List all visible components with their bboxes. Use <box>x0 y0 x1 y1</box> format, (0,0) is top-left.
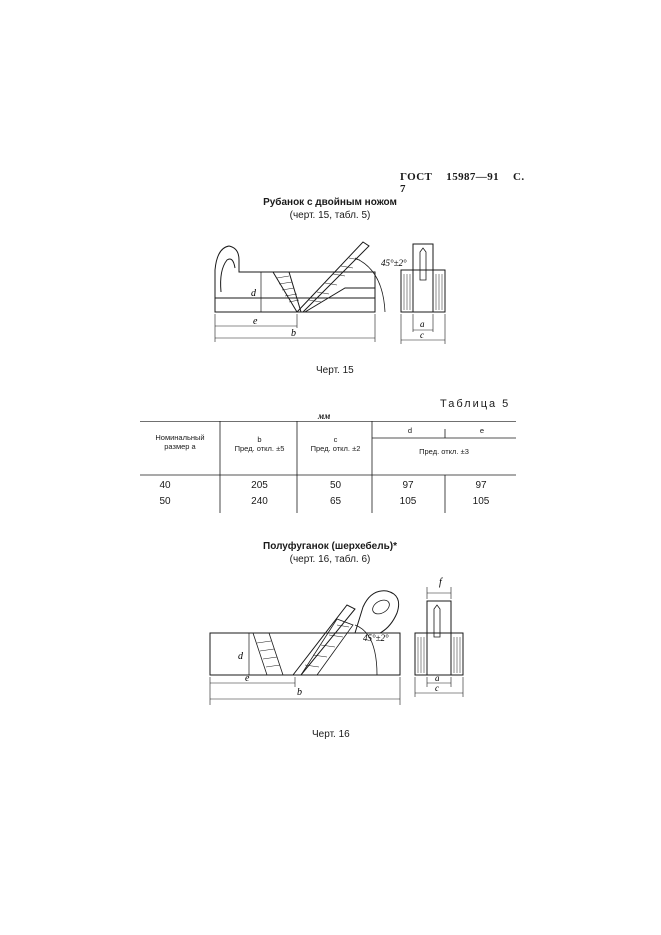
table-5-units: мм <box>318 411 331 421</box>
fig15-angle: 45°±2° <box>381 258 407 268</box>
fig16-label-a: a <box>435 673 440 683</box>
fig16-label-b: b <box>297 687 302 698</box>
row2-b: 240 <box>251 496 268 507</box>
fig15-label-d: d <box>251 288 257 299</box>
table-5-label: Таблица 5 <box>440 398 511 410</box>
table-col-b-name: b <box>257 435 262 444</box>
table-col-b-tol: Пред. откл. ±5 <box>234 444 285 453</box>
standard-label: ГОСТ <box>400 171 433 183</box>
section2-subtitle: (черт. 16, табл. 6) <box>289 554 371 565</box>
table-col-c-tol: Пред. откл. ±2 <box>310 444 361 453</box>
section2-title: Полуфуганок (шерхебель)* <box>263 541 397 552</box>
section1-subtitle: (черт. 15, табл. 5) <box>289 210 371 221</box>
fig16-label-d: d <box>238 651 244 662</box>
table-col-c-name: c <box>333 435 338 444</box>
fig15-label-a: a <box>420 319 425 329</box>
row2-a: 50 <box>159 496 171 507</box>
fig15-label-c: c <box>420 330 424 340</box>
table-col-e-header: e <box>479 426 485 435</box>
figure-15-drawing: d e b 45°±2° a c <box>214 241 446 344</box>
figure-16-drawing: d e b 45°±2° f a c <box>209 577 464 705</box>
figure-15-caption: Черт. 15 <box>316 365 354 376</box>
table-de-tol: Пред. откл. ±3 <box>419 447 469 456</box>
row2-d: 105 <box>399 496 417 507</box>
row1-e: 97 <box>475 480 487 491</box>
table-col-a-header: Номинальный размер a <box>155 433 205 451</box>
row2-c: 65 <box>329 496 342 507</box>
row1-b: 205 <box>251 480 268 491</box>
row1-c: 50 <box>329 480 342 491</box>
fig16-label-f: f <box>439 577 443 588</box>
figure-16-caption: Черт. 16 <box>312 729 350 740</box>
row2-e: 105 <box>472 496 490 507</box>
fig16-angle: 45°±2° <box>363 633 389 643</box>
fig15-label-b: b <box>291 328 296 339</box>
table-col-d-header: d <box>407 426 413 435</box>
table-5-grid <box>140 421 516 513</box>
row1-d: 97 <box>402 480 414 491</box>
fig16-label-c: c <box>435 683 439 693</box>
standard-number: 15987—91 <box>446 171 499 183</box>
row1-a: 40 <box>159 480 171 491</box>
page-number: С. 7 <box>400 171 525 195</box>
fig16-label-e: e <box>245 673 250 684</box>
fig15-label-e: e <box>253 316 258 327</box>
section1-title: Рубанок с двойным ножом <box>263 197 397 208</box>
